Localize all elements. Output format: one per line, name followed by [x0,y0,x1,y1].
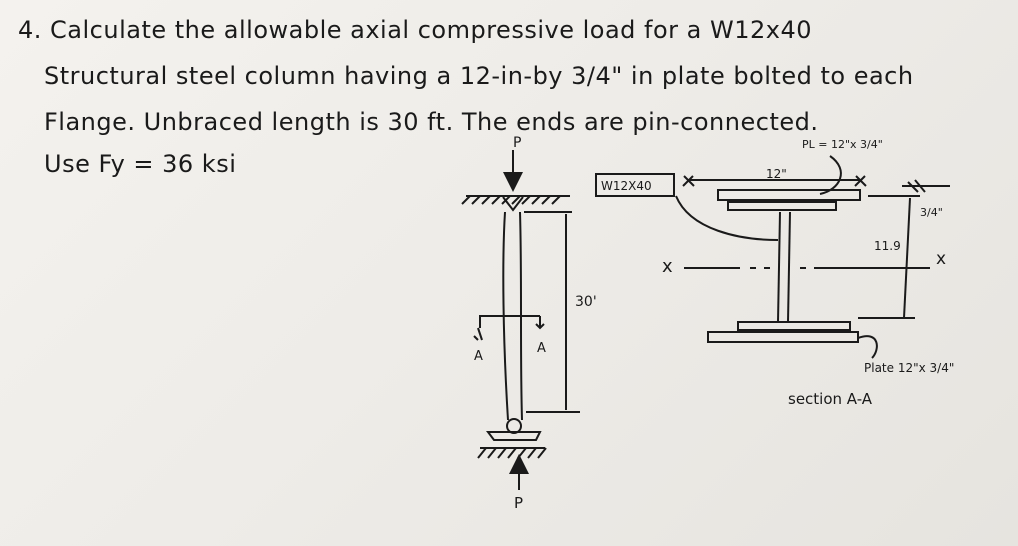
top-support-hatch [461,195,561,205]
section-cut-line [479,315,540,328]
section-mark-right [535,316,545,330]
load-label-bottom: P [514,494,523,512]
length-label: 30' [575,294,597,310]
section-caption: section A-A [788,390,873,408]
dim-thick-ticks [907,179,926,193]
plate-top-label: PL = 12"x 3/4" [802,138,883,151]
plate-bottom-label: Plate 12"x 3/4" [864,361,954,375]
problem-line-4: Use Fy = 36 ksi [44,150,237,178]
section-label-left: A [474,349,483,364]
bottom-pin [506,418,522,434]
top-pin [502,196,524,212]
axis-label-right: x [936,249,946,269]
web-left [777,211,781,323]
bottom-flange [737,321,851,331]
plate-top-leader [819,155,842,195]
bottom-plate [707,331,859,343]
problem-line-3: Flange. Unbraced length is 30 ft. The en… [44,108,819,136]
load-label-top: P [513,135,521,151]
dim-width-tick-left [682,175,695,187]
top-plate [717,189,861,201]
bottom-support [486,431,542,441]
thickness-label: 3/4" [920,206,943,219]
section-mark-left [473,327,483,341]
column-left-edge [502,211,509,421]
dim-depth-line [903,197,911,319]
shape-label: W12X40 [601,179,652,193]
bottom-support-hatch [477,447,547,459]
shape-label-box [595,173,675,197]
problem-number: 4. [18,16,42,44]
width-label: 12" [766,167,787,181]
axis-label-left: x [662,256,673,277]
top-flange [727,201,837,211]
cross-section [595,155,950,359]
problem-text-1: Calculate the allowable axial compressiv… [50,16,812,44]
section-label-right: A [537,341,546,356]
shape-leader [675,195,779,241]
column-elevation [461,150,580,490]
problem-line-2: Structural steel column having a 12-in-b… [44,62,914,90]
web-right [787,211,791,323]
problem-line-1: 4. Calculate the allowable axial compres… [18,16,812,44]
depth-label: 11.9 [874,239,901,253]
dim-width-tick-right [854,175,867,187]
plate-bottom-leader [857,335,878,359]
